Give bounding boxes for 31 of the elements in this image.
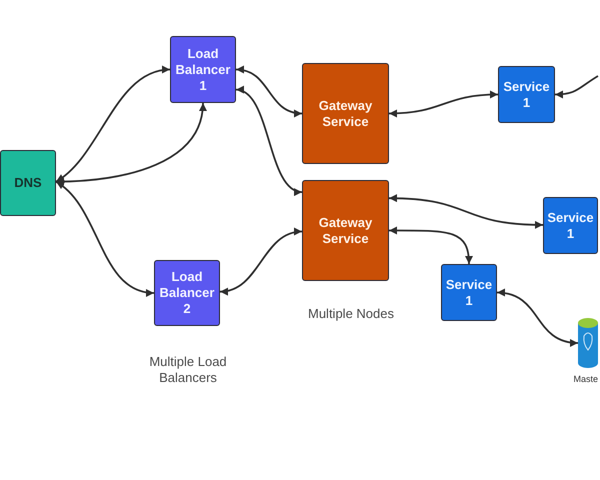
connector-arrow [55, 180, 154, 296]
connector-arrow [236, 88, 302, 194]
box-label: Service 1 [502, 78, 551, 110]
process-box [498, 66, 555, 123]
box-label: Service 1 [445, 276, 493, 308]
process-box [170, 36, 236, 103]
process-box [0, 150, 56, 216]
connector-arrow [554, 75, 598, 98]
database-cylinder [578, 318, 598, 368]
connector-arrow [55, 66, 170, 182]
box-label: Gateway Service [318, 98, 374, 130]
group-caption: Multiple Nodes [307, 306, 395, 322]
process-box [441, 264, 497, 321]
box-label: Service 1 [547, 210, 594, 242]
connector-arrow [389, 226, 473, 264]
box-label: Load Balancer 2 [158, 269, 216, 317]
process-box [302, 63, 389, 164]
connector-arrow [236, 66, 302, 117]
connector-arrow [496, 289, 578, 346]
box-label: DNS [14, 175, 42, 191]
process-box [543, 197, 598, 254]
group-caption: Multiple Load Balancers [148, 354, 228, 386]
connector-arrow [388, 194, 544, 229]
connector-arrow [56, 102, 206, 186]
process-box [154, 260, 220, 326]
connector-arrow [220, 228, 302, 295]
connector-arrow [388, 90, 498, 118]
process-box [302, 180, 389, 281]
box-label: Load Balancer 1 [174, 46, 232, 94]
caption-text: Maste [573, 374, 598, 385]
box-label: Gateway Service [318, 214, 374, 246]
